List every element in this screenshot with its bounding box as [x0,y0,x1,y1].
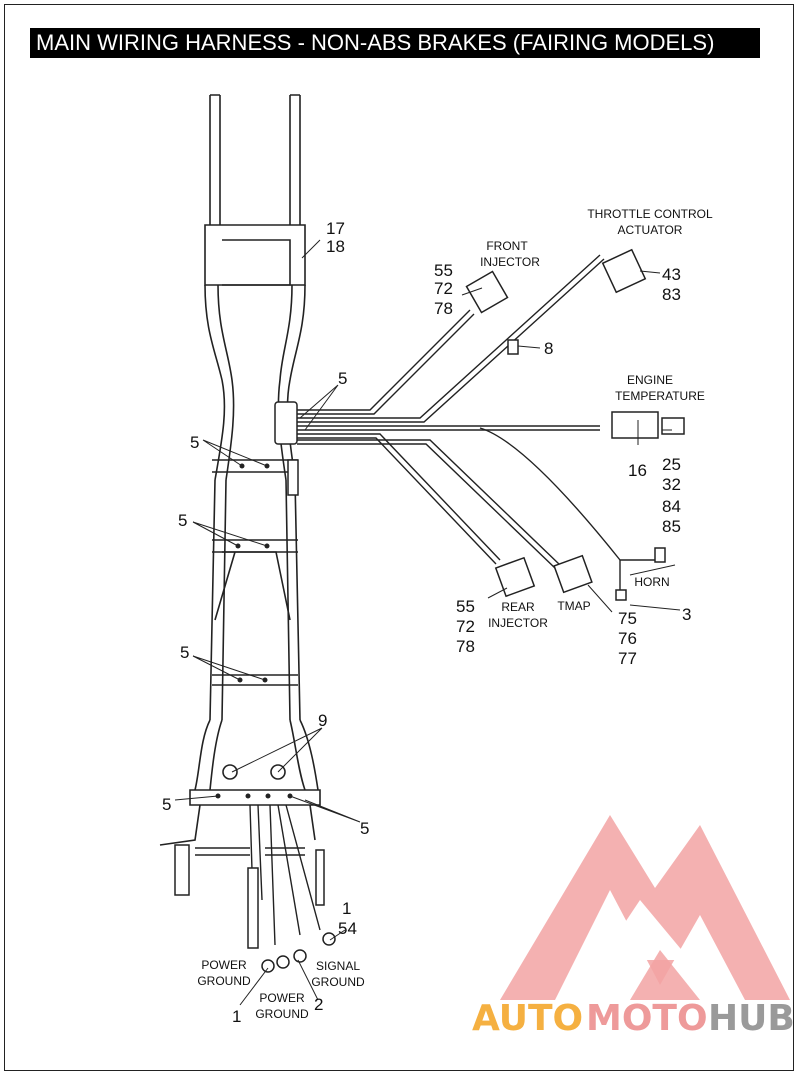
throttle-label-1: THROTTLE CONTROL [587,207,713,221]
connectors [174,248,685,949]
callout-9: 9 [318,711,327,730]
engine-temp-connector [661,417,685,435]
bracket-left [174,844,190,896]
callout-32: 32 [662,475,681,494]
callout-55-rear: 55 [456,597,475,616]
callout-55-front: 55 [434,261,453,280]
engine-temp-label-2: TEMPERATURE [615,389,705,403]
rear-injector-label-2: INJECTOR [488,616,548,630]
callout-85: 85 [662,517,681,536]
engine-temp-label-1: ENGINE [627,373,673,387]
conduit-left [247,867,259,949]
callout-5-bottom-left: 5 [162,795,171,814]
callout-72-rear: 72 [456,617,475,636]
throttle-label-2: ACTUATOR [618,223,683,237]
front-injector-label-2: INJECTOR [480,255,540,269]
callout-5-bottom-right: 5 [360,819,369,838]
watermark-text-moto: MOTO [586,998,708,1039]
tmap-label: TMAP [557,599,590,613]
callout-25: 25 [662,455,681,474]
callout-5-left-3: 5 [180,643,189,662]
callout-18: 18 [326,237,345,256]
tmap-connector [553,554,593,594]
callout-78-rear: 78 [456,637,475,656]
power-ground-left-1: POWER [201,958,247,972]
harness-junction [274,401,299,496]
watermark-text-hub: HUB [708,998,795,1039]
ground-terminals [261,932,336,973]
signal-ground-2: GROUND [311,975,365,989]
rear-injector-connector [494,556,536,598]
callout-16: 16 [628,461,647,480]
horn-label: HORN [634,575,669,589]
watermark-text-auto: AUTO [472,998,583,1039]
horn-connector-lower [615,589,627,601]
leader-lines [174,239,681,1006]
power-ground-left-2: GROUND [197,974,251,988]
callout-54: 54 [338,919,357,938]
signal-ground-1: SIGNAL [316,959,360,973]
throttle-connector [601,248,647,294]
callout-84: 84 [662,497,681,516]
callout-43: 43 [662,265,681,284]
front-injector-connector [465,270,509,314]
callout-72-front: 72 [434,279,453,298]
diagram-frame [4,4,794,1071]
conduit-right [315,849,325,906]
harness-wires [195,254,655,946]
callout-1-bottom: 1 [232,1007,241,1026]
callout-3: 3 [682,605,691,624]
watermark-logo [500,815,790,1000]
chassis-frame [159,94,321,846]
callout-2: 2 [314,995,323,1014]
callout-8: 8 [544,339,553,358]
engine-temp-sensor [611,411,659,439]
callout-83: 83 [662,285,681,304]
callout-5-left-2: 5 [178,511,187,530]
callout-76: 76 [618,629,637,648]
callout-17: 17 [326,219,345,238]
clip-8 [507,339,519,355]
callout-75: 75 [618,609,637,628]
rear-injector-label-1: REAR [501,600,535,614]
callout-5-top: 5 [338,369,347,388]
horn-connector-upper [654,547,666,563]
power-ground-mid-1: POWER [259,991,305,1005]
callout-77: 77 [618,649,637,668]
power-ground-mid-2: GROUND [255,1007,309,1021]
front-injector-label-1: FRONT [486,239,528,253]
page-title: MAIN WIRING HARNESS - NON-ABS BRAKES (FA… [30,28,760,58]
callout-78-front: 78 [434,299,453,318]
callout-1-top: 1 [342,899,351,918]
callout-5-left-1: 5 [190,433,199,452]
